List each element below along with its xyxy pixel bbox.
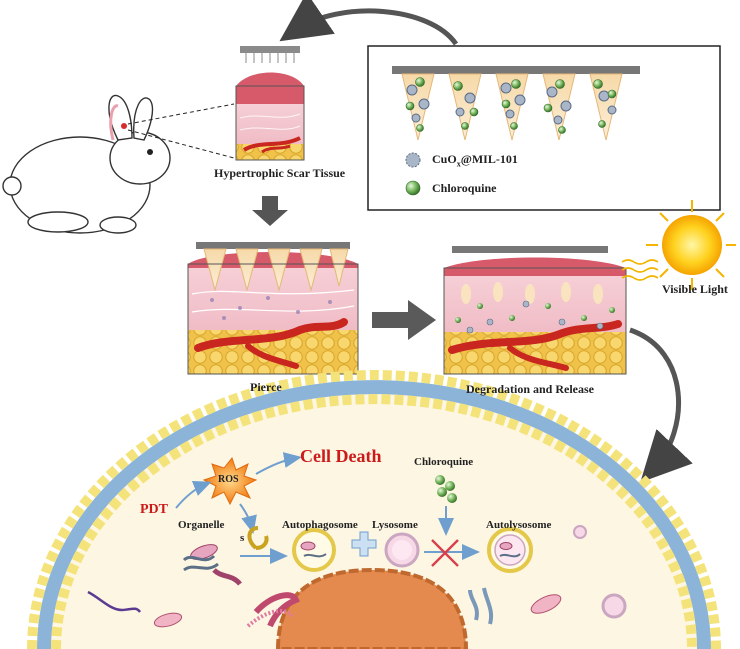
- chloroquine-particles: [405, 77, 617, 134]
- zoom-line-bottom: [127, 129, 235, 159]
- curved-arrow-right: [629, 327, 693, 483]
- zoom-line-top: [127, 103, 235, 125]
- legend-chloroquine-icon: [405, 180, 421, 196]
- organelles-label: Organelle: [178, 519, 225, 531]
- inhibition-cross: [431, 539, 459, 567]
- chloroquine-cluster: [435, 475, 457, 503]
- curved-arrow-top: [279, 0, 459, 46]
- ros-label: ROS: [218, 474, 239, 485]
- down-arrow: [252, 196, 288, 226]
- cell: [27, 370, 721, 649]
- microneedle-patch-small: [240, 46, 300, 63]
- visible-light-label: Visible Light: [662, 282, 728, 296]
- legend-cuox-suffix: @MIL-101: [460, 152, 518, 166]
- arrow-ros-autophagy: [239, 503, 257, 534]
- vesicle-icon: [573, 525, 587, 539]
- plus-icon: [351, 531, 377, 557]
- ros-burst: [202, 456, 258, 506]
- release-tissue-block: [443, 246, 627, 375]
- autolysosome-label: Autolysosome: [486, 519, 552, 531]
- lysosome: [384, 532, 420, 568]
- autolysosome: [487, 527, 533, 573]
- legend-cuox-icon: [405, 152, 421, 168]
- pierce-tissue-block: [187, 242, 359, 375]
- pierce-label: Pierce: [250, 380, 282, 394]
- arrow-pdt-ros: [175, 481, 212, 509]
- autophagosome-label: Autophagosome: [282, 519, 358, 531]
- arrow-ros-death: [255, 452, 302, 475]
- scar-tissue-label: Hypertrophic Scar Tissue: [214, 166, 346, 180]
- chloroquine-label: Chloroquine: [414, 456, 474, 468]
- mrna-strand-icon: [87, 590, 142, 613]
- legend-cuox-sub: x: [456, 159, 461, 169]
- organelles-suffix-label: s: [240, 532, 245, 544]
- release-label: Degradation and Release: [466, 382, 594, 396]
- cell-death-label: Cell Death: [300, 446, 382, 466]
- legend-cuox-prefix: CuO: [432, 152, 457, 166]
- er-icon: [468, 587, 494, 625]
- sun-icon: [646, 200, 736, 290]
- rabbit-illustration: [2, 94, 171, 234]
- rabbit-eye: [147, 149, 153, 155]
- golgi-icon: [246, 592, 300, 628]
- vesicle-icon: [601, 593, 627, 619]
- mitochondrion-icon: [153, 594, 562, 628]
- legend-cuox-label: CuOx@MIL-101: [432, 152, 518, 168]
- light-rays: [621, 259, 659, 281]
- right-arrow: [372, 300, 436, 340]
- lysosome-label: Lysosome: [372, 519, 418, 531]
- organelles-icon: [182, 544, 242, 586]
- legend-chloroquine-label: Chloroquine: [432, 181, 497, 195]
- phagophore-icon: [247, 526, 269, 550]
- injection-site: [121, 123, 127, 129]
- autophagosome: [292, 528, 336, 572]
- pdt-label: PDT: [140, 502, 168, 517]
- cuox-particles: [406, 82, 617, 125]
- scar-tissue-block: [235, 72, 305, 161]
